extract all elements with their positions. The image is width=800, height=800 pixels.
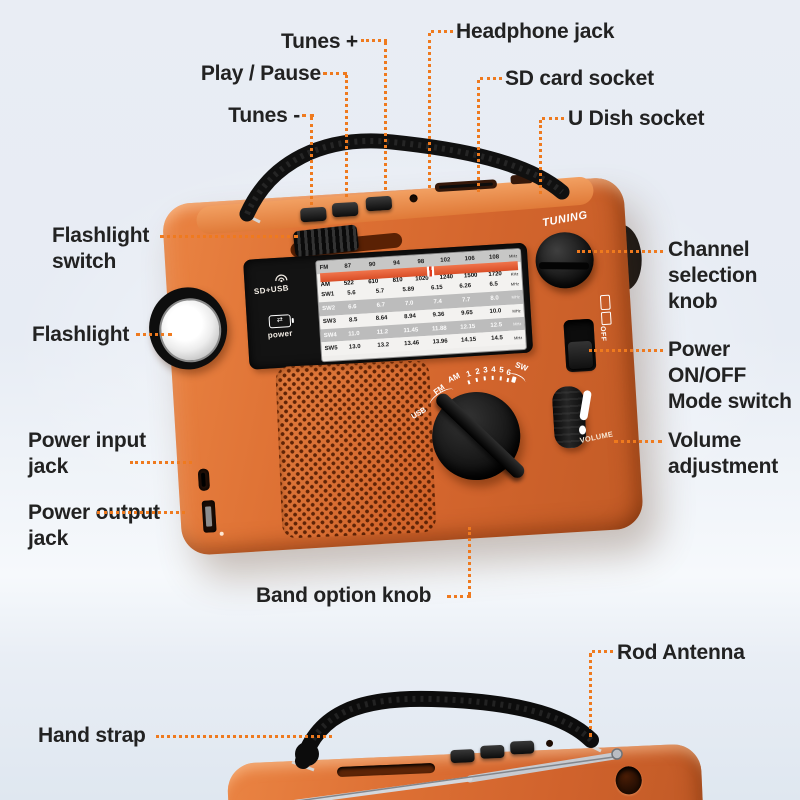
callout-channel-selection-knob: Channel selection knob (668, 238, 758, 314)
callout-hand-strap: Hand strap (38, 724, 146, 747)
tuning-needle (426, 265, 435, 277)
band-marking: 5 (498, 365, 505, 375)
callout-play-pause: Play / Pause (200, 62, 321, 85)
leader-line (136, 333, 172, 336)
callout-band-option-knob: Band option knob (256, 584, 432, 607)
leader-line (477, 80, 480, 192)
callout-power-mode-switch: Power ON/OFF Mode switch (668, 338, 792, 414)
leader-line (156, 735, 332, 738)
callout-power-input-jack: Power input jack (28, 429, 146, 479)
callout-headphone-jack: Headphone jack (456, 20, 615, 43)
leader-line (592, 650, 613, 653)
band-marking: 4 (491, 364, 496, 374)
u-dish-slot (510, 174, 533, 185)
leader-line (431, 30, 453, 33)
leader-line (302, 114, 314, 117)
speaker-grille (275, 360, 437, 539)
callout-flashlight-switch: Flashlight switch (52, 224, 150, 274)
leader-line (480, 77, 502, 80)
leader-line (468, 527, 471, 595)
band-marking: 3 (482, 365, 489, 375)
battery-icon: ⇄ (268, 314, 292, 329)
leader-line (310, 117, 313, 205)
play-pause-button (480, 744, 505, 759)
callout-tunes-plus: Tunes + (281, 30, 358, 53)
leader-line (614, 440, 662, 443)
off-label: OFF (598, 325, 607, 342)
callout-power-output-jack: Power output jack (28, 501, 160, 551)
headphone-jack-hole (545, 739, 554, 747)
band-tick (491, 375, 494, 380)
leader-line (130, 461, 192, 464)
leader-line (539, 120, 542, 194)
leader-line (361, 39, 387, 42)
tunes-plus-button (365, 195, 393, 212)
leader-line (160, 235, 298, 238)
battery-icon (599, 294, 611, 311)
callout-rod-antenna: Rod Antenna (617, 641, 745, 664)
tunes-plus-button (509, 740, 535, 755)
band-tick (483, 376, 486, 381)
power-label: power (267, 328, 294, 340)
leader-line (589, 349, 663, 352)
leader-line (542, 117, 564, 120)
leader-line (97, 511, 185, 514)
leader-line (577, 250, 663, 253)
callout-u-dish-socket: U Dish socket (568, 107, 705, 130)
callout-volume-adjustment: Volume adjustment (668, 429, 779, 479)
sd-usb-label: SD+USB (253, 283, 290, 297)
leader-line (589, 653, 592, 737)
callout-tunes-minus: Tunes - (228, 104, 300, 127)
power-input-port (197, 468, 211, 492)
tunes-minus-button (299, 206, 327, 223)
leader-line (428, 33, 431, 188)
leader-line (384, 42, 387, 190)
callout-sd-card-socket: SD card socket (505, 67, 654, 90)
tunes-minus-button (450, 749, 475, 764)
power-output-port (201, 500, 217, 533)
signal-arcs-icon (272, 269, 291, 288)
leader-line (345, 75, 348, 197)
play-pause-button (331, 201, 359, 218)
leader-line (323, 72, 347, 75)
sd-card-icon (600, 311, 612, 326)
leader-line (447, 595, 471, 598)
callout-flashlight: Flashlight (32, 323, 130, 346)
power-mode-switch (567, 340, 594, 370)
